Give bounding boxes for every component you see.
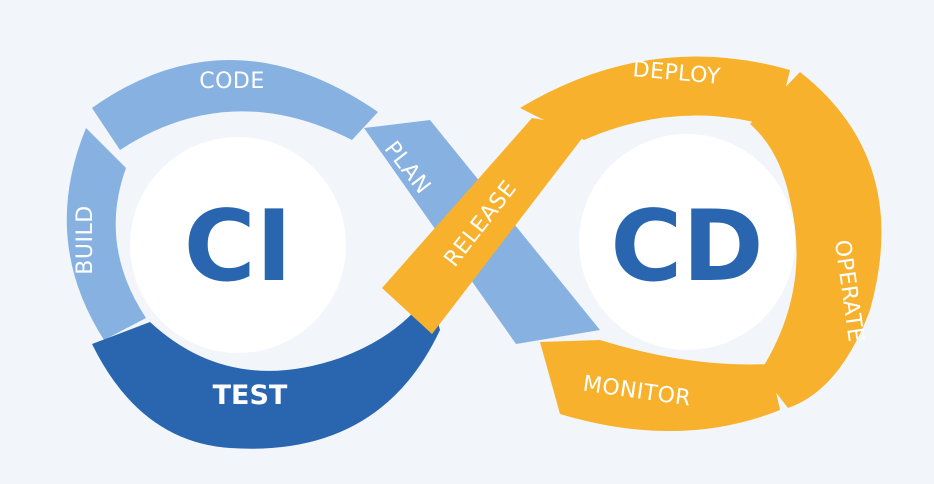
build-segment: [66, 128, 146, 340]
code-segment: [92, 59, 378, 151]
test-label: TEST: [213, 380, 288, 411]
operate-segment: [750, 72, 882, 408]
test-segment: [92, 292, 440, 449]
monitor-segment: [540, 340, 780, 432]
ci-title: CI: [184, 190, 292, 304]
deploy-segment: [520, 56, 790, 141]
ci-center: [130, 137, 346, 353]
cd-loop: [520, 56, 882, 432]
code-label: CODE: [199, 69, 265, 94]
release-segment: [382, 118, 590, 334]
cd-center: [579, 134, 795, 350]
cd-title: CD: [610, 190, 763, 304]
build-label: BUILD: [73, 205, 98, 274]
ci-loop: [66, 59, 600, 449]
